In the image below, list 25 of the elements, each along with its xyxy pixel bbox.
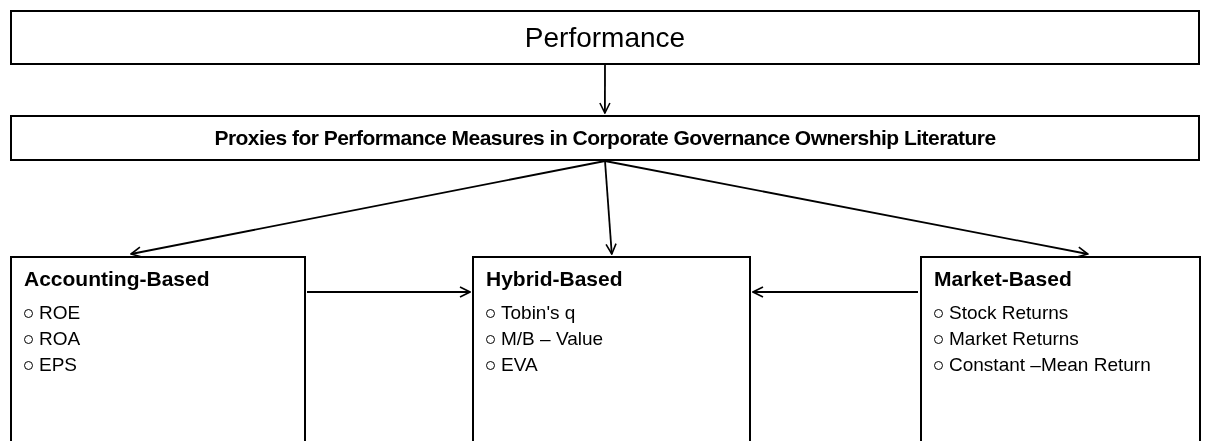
category-title: Accounting-Based: [24, 266, 211, 292]
list-item: Constant –Mean Return: [949, 353, 1151, 378]
list-item: M/B – Value: [501, 327, 604, 352]
list-item: ROA: [39, 327, 81, 352]
category-box: [472, 256, 751, 441]
list-item: EPS: [39, 353, 78, 378]
heading-text: Performance: [524, 20, 686, 55]
arrow: [604, 160, 617, 255]
list-item: Market Returns: [949, 327, 1079, 352]
category-title: Hybrid-Based: [486, 266, 624, 292]
list-item: Tobin's q: [501, 301, 576, 326]
heading-box: [10, 115, 1200, 161]
list-item: ROE: [39, 301, 81, 326]
list-item: EVA: [501, 353, 538, 378]
heading-box: [10, 10, 1200, 65]
arrow: [752, 286, 919, 298]
category-box: [920, 256, 1201, 441]
arrow: [604, 160, 1089, 258]
category-box: [10, 256, 306, 441]
category-title: Market-Based: [934, 266, 1073, 292]
arrow: [599, 64, 611, 114]
arrow: [306, 286, 471, 298]
arrow: [130, 160, 606, 258]
list-item: Stock Returns: [949, 301, 1069, 326]
heading-text: Proxies for Performance Measures in Corporate Governance Ownership Literature: [214, 125, 996, 152]
